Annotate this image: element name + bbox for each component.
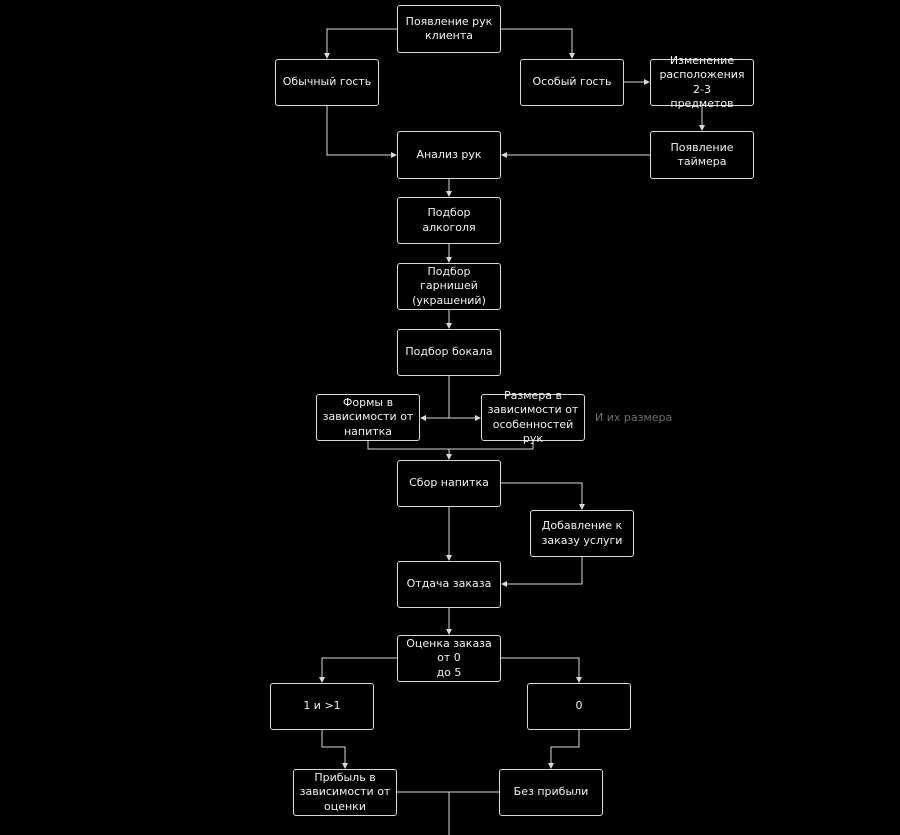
node-add-service: Добавление к заказу услуги [530,510,634,557]
node-regular-guest: Обычный гость [275,59,379,106]
edge-zero-no-profit [548,730,580,769]
edge-branches-merge [367,441,534,450]
node-hand-analysis: Анализ рук [397,131,501,179]
node-drink-assembly: Сбор напитка [397,460,501,507]
node-special-guest: Особый гость [520,59,624,106]
node-hands-appear: Появление рук клиента [397,5,501,53]
edge-regular-analysis [326,106,397,158]
node-order-rating: Оценка заказа от 0 до 5 [397,635,501,682]
node-rating-zero: 0 [527,683,631,730]
annotation-and-their-size: И их размера [595,411,673,424]
edge-rating-zero [501,657,582,683]
node-rating-one-plus: 1 и >1 [270,683,374,730]
edge-hands-regular [324,28,397,59]
node-profit-by-rating: Прибыль в зависимости от оценки [293,769,397,816]
edge-one-plus-profit [321,730,348,769]
node-glass-size: Размера в зависимости от особенностей ру… [481,389,585,445]
node-garnish-selection: Подбор гарнишей (украшений) [397,263,501,310]
edge-rating-one-plus [319,657,397,683]
node-relocate-items: Изменение расположения 2-3 предметов [650,54,754,110]
node-order-delivery: Отдача заказа [397,561,501,608]
edge-service-deliver [501,557,583,587]
node-glass-shape: Формы в зависимости от напитка [316,394,420,441]
node-no-profit: Без прибыли [499,769,603,816]
node-timer-appear: Появление таймера [650,131,754,179]
edge-hands-special [501,28,575,59]
node-alcohol-selection: Подбор алкоголя [397,197,501,244]
edge-assemble-service [501,482,585,510]
node-glass-selection: Подбор бокала [397,329,501,376]
